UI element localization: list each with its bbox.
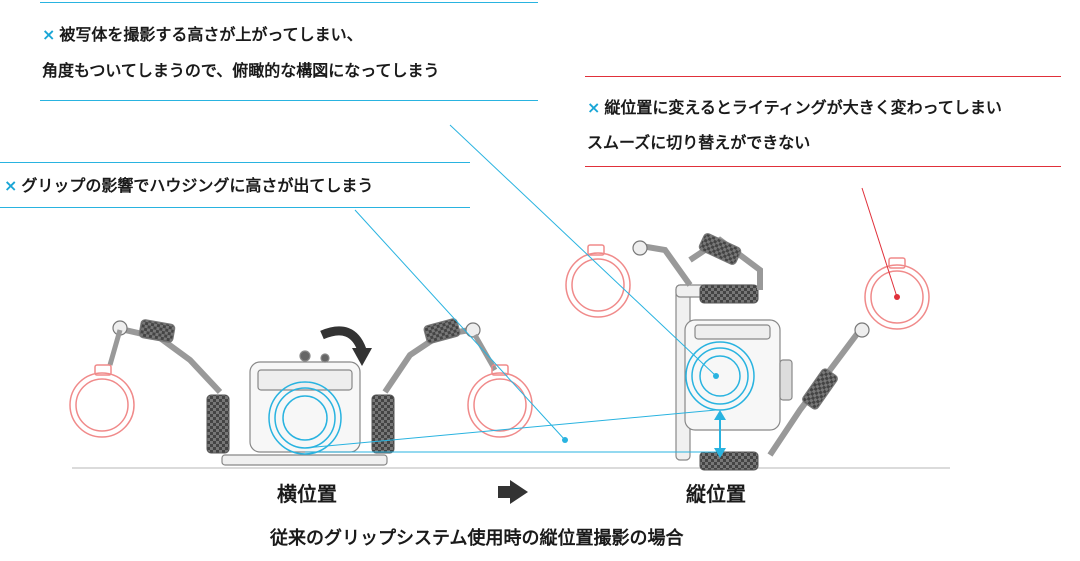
cross-icon: × [42, 25, 56, 44]
leader-note2 [861, 187, 898, 298]
note2-line2: スムーズに切り替えができない [587, 128, 810, 158]
cross-icon: × [587, 98, 601, 117]
note1-bottom-rule [40, 100, 538, 101]
portrait-top-arm [632, 233, 763, 290]
note1-line2: 角度もついてしまうので、俯瞰的な構図になってしまう [42, 56, 439, 86]
top-grip [699, 284, 759, 304]
note2-text-2: スムーズに切り替えができない [587, 133, 811, 152]
note1-text-2: 角度もついてしまうので、俯瞰的な構図になってしまう [42, 61, 440, 80]
note3-line1: ×グリップの影響でハウジングに高さが出てしまう [4, 171, 373, 201]
portrait-left-strobe [565, 244, 631, 318]
transition-arrow-icon [498, 480, 528, 504]
note2-text-1: 縦位置に変えるとライティングが大きく変わってしまい [604, 98, 1002, 117]
rotate-arrow [320, 326, 367, 352]
left-arm [107, 319, 223, 395]
note2-top-rule [585, 76, 1061, 77]
landscape-label: 横位置 [277, 482, 337, 506]
portrait-lens-port [685, 341, 755, 411]
diagram-caption: 従来のグリップシステム使用時の縦位置撮影の場合 [270, 528, 684, 549]
note1-text-1: 被写体を撮影する高さが上がってしまい、 [59, 25, 363, 44]
portrait-label: 縦位置 [686, 482, 746, 506]
portrait-housing [675, 284, 793, 461]
note1-line1: ×被写体を撮影する高さが上がってしまい、 [42, 20, 363, 50]
portrait-right-arm [767, 322, 870, 457]
right-strobe [467, 364, 533, 438]
leader-note3-dot [562, 437, 568, 443]
left-grip [206, 394, 230, 454]
note2-bottom-rule [585, 166, 1061, 167]
cross-icon: × [4, 176, 18, 195]
note3-top-rule [0, 162, 470, 163]
bottom-grip [699, 451, 759, 471]
left-strobe [69, 364, 135, 438]
height-arrow [714, 410, 726, 458]
leader-note3 [354, 209, 566, 441]
right-grip [371, 394, 395, 454]
note3-bottom-rule [0, 207, 470, 208]
right-arm [382, 318, 498, 394]
portrait-right-strobe [864, 257, 930, 330]
leader-note1 [449, 124, 717, 377]
note3-text-1: グリップの影響でハウジングに高さが出てしまう [21, 176, 374, 195]
note2-line1: ×縦位置に変えるとライティングが大きく変わってしまい [587, 93, 1002, 123]
note1-top-rule [40, 2, 538, 3]
sightline-high [304, 409, 717, 449]
rotate-arrow-head [352, 348, 372, 366]
